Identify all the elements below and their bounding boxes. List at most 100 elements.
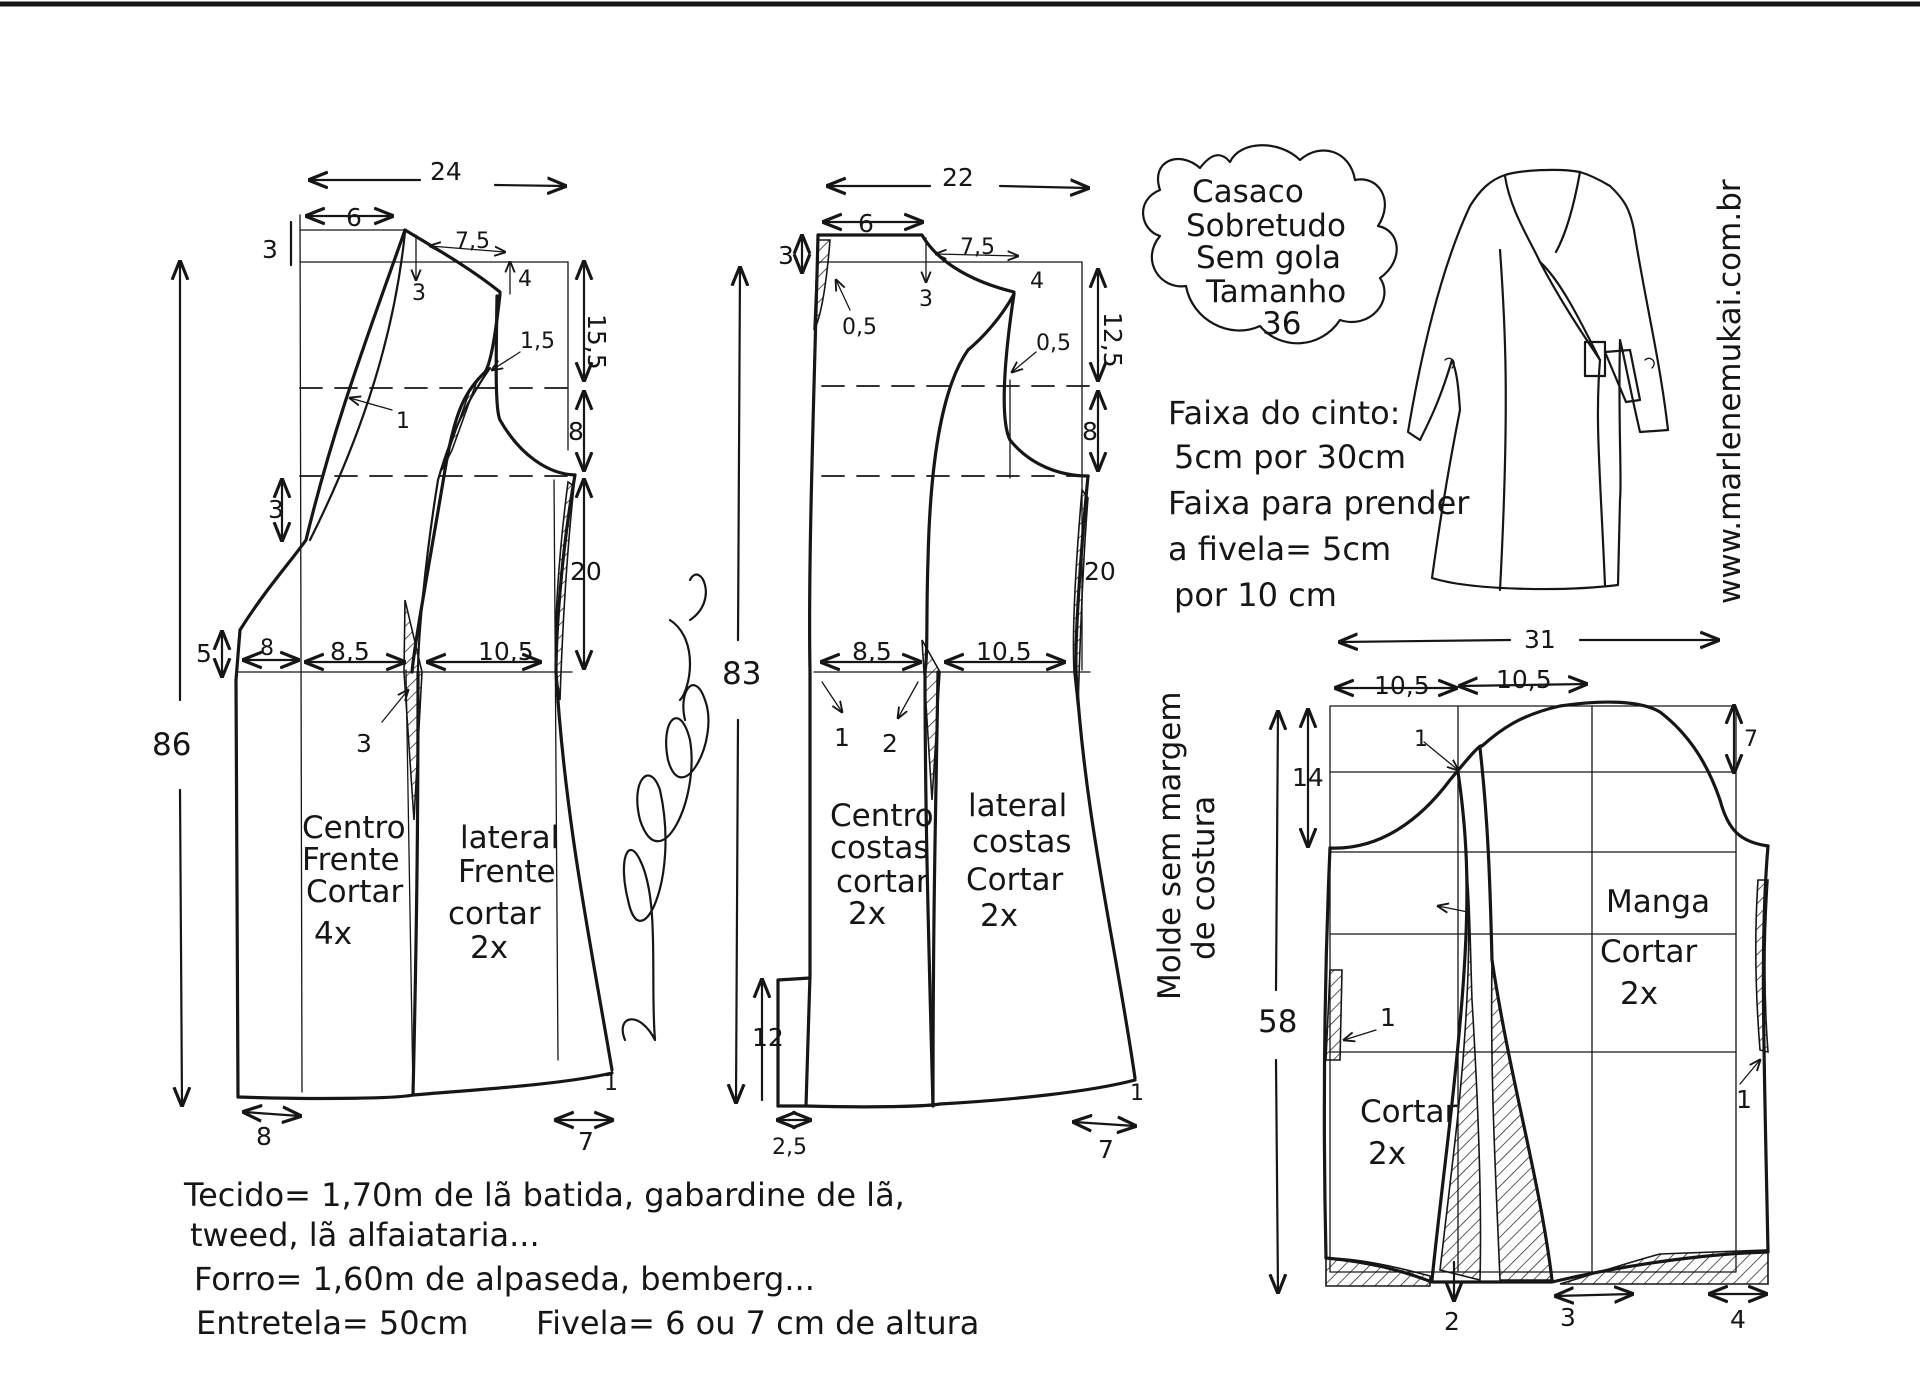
back-dart-left-label: 1 — [834, 723, 850, 752]
back-armhole-step-label: 8 — [1082, 417, 1098, 446]
sleeve-small-label-1: Cortar — [1360, 1094, 1458, 1130]
back-shoulder-drop-label: 4 — [1030, 269, 1044, 294]
back-waist-mid-label: 8,5 — [852, 637, 892, 666]
armhole-pt-arrow — [492, 351, 521, 370]
front-side-hem-label: 1 — [604, 1071, 618, 1096]
belt-line-1: Faixa do cinto: — [1168, 394, 1400, 432]
sleeve-piece: 31 10,5 10,5 14 7 58 — [1258, 625, 1770, 1336]
sleeve-cap-height-label: 14 — [1292, 763, 1324, 792]
sleeve-seam-arrow — [1438, 906, 1469, 912]
back-height-arrow-bottom — [736, 718, 738, 1102]
front-hem-right-label: 7 — [578, 1127, 594, 1156]
front-center-label-1: Centro — [302, 810, 406, 846]
back-center-label-2: costas — [830, 830, 929, 866]
back-shoulder-arrow — [936, 254, 1018, 256]
belt-buckle-icon — [1583, 340, 1607, 378]
back-side-label-3: Cortar — [966, 862, 1064, 898]
sleeve-main-label-3: 2x — [1620, 976, 1658, 1012]
back-hem-right-arrow — [1074, 1122, 1135, 1126]
sleeve-hem-left-label: 2 — [1444, 1307, 1460, 1336]
title-line-4: Tamanho — [1205, 274, 1346, 310]
back-center-pt-arrow — [836, 280, 851, 311]
sleeve-cap-right-label: 10,5 — [1496, 665, 1552, 694]
front-width-arrow-right — [493, 185, 565, 186]
front-neck-w-label: 6 — [346, 203, 362, 232]
sleeve-top-pt-label: 1 — [1414, 727, 1428, 752]
coat-outline — [1406, 168, 1670, 591]
back-hem — [776, 1078, 1137, 1109]
coat-wrap-line — [1538, 260, 1607, 587]
sleeve-small-label-2: 2x — [1368, 1136, 1406, 1172]
front-dart-hatch — [403, 599, 423, 821]
back-waist-right-label: 10,5 — [976, 637, 1032, 666]
no-seam-line-2: de costura — [1186, 796, 1222, 960]
sleeve-width-arrow-left — [1340, 640, 1512, 642]
no-seam-line-1: Molde sem margem — [1152, 691, 1188, 1000]
sleeve-length-arrow-bottom — [1276, 1058, 1278, 1292]
materials-line-4a: Entretela= 50cm — [196, 1304, 468, 1342]
back-side-label-4: 2x — [980, 898, 1018, 934]
front-hem-left-arrow — [244, 1112, 300, 1116]
front-height-arrow-bottom — [180, 788, 182, 1105]
front-waist-front-label: 5 — [196, 639, 212, 668]
back-princess-seam — [923, 292, 1016, 1108]
back-armhole-pt-label: 0,5 — [1036, 331, 1071, 356]
sleeve-right-pt-label: 1 — [1736, 1085, 1752, 1114]
title-line-5: 36 — [1262, 306, 1301, 342]
front-neck-depth-label: 3 — [412, 281, 426, 306]
back-piece: 22 83 6 3 3 0,5 — [722, 163, 1144, 1164]
sleeve-hem-right-label: 4 — [1730, 1305, 1746, 1334]
coat-cuff-detail — [1644, 357, 1655, 369]
front-hem — [236, 1071, 614, 1101]
front-side-label-3: cortar — [448, 896, 541, 932]
back-center-seam — [808, 233, 820, 977]
sleeve-length-label: 58 — [1258, 1004, 1297, 1040]
back-dart-mid-arrow — [898, 681, 919, 718]
back-vent-flap — [776, 976, 812, 1108]
belt-tab — [1603, 348, 1642, 404]
materials-line-1: Tecido= 1,70m de lã batida, gabardine de… — [183, 1176, 905, 1214]
front-piece: 24 8 6 — [152, 157, 618, 1156]
sleeve-left-seam — [1322, 846, 1332, 1260]
back-neck-drop-label: 3 — [778, 241, 794, 270]
back-width-label: 22 — [942, 163, 974, 192]
front-center-label-2: Frente — [302, 842, 400, 878]
back-shoulder-label: 7,5 — [960, 235, 995, 260]
front-side-label: 20 — [570, 557, 602, 586]
back-height-arrow-top — [738, 268, 740, 642]
title-line-3: Sem gola — [1196, 240, 1341, 276]
coat-lapel-right — [1554, 170, 1582, 254]
back-center-label-3: cortar — [836, 864, 929, 900]
front-armhole-label: 15,5 — [582, 314, 611, 370]
title-cloud: Casaco Sobretudo Sem gola Tamanho 36 — [1142, 144, 1398, 345]
belt-line-2: 5cm por 30cm — [1174, 438, 1406, 476]
front-armhole-pt-label: 1,5 — [520, 329, 555, 354]
sleeve-left-pt-label: 1 — [1380, 1003, 1396, 1032]
front-width-label: 24 — [430, 157, 462, 186]
front-shoulder-drop-label: 4 — [518, 267, 532, 292]
front-grid-line — [405, 669, 414, 1094]
back-width-arrow-right — [998, 186, 1088, 188]
sleeve-cap-right-drop-label: 7 — [1744, 727, 1758, 752]
back-center-label-4: 2x — [848, 896, 886, 932]
front-armhole-step-label: 8 — [568, 417, 584, 446]
front-shoulder-label: 7,5 — [455, 229, 490, 254]
sleeve-left-pt-arrow — [1344, 1029, 1377, 1040]
front-side-label-2: Frente — [458, 854, 556, 890]
materials-line-2: tweed, lã alfaiataria... — [190, 1216, 540, 1254]
front-dart-arrow — [381, 690, 408, 723]
sleeve-right-pt-arrow — [1739, 1060, 1760, 1085]
coat-cuff-detail — [1444, 357, 1455, 369]
sleeve-right-hatch — [1755, 879, 1769, 1054]
cloud-outline — [1142, 144, 1398, 345]
back-neck-w-label: 6 — [858, 209, 874, 238]
signature — [621, 573, 710, 1042]
sleeve-hem-mid-label: 3 — [1560, 1303, 1576, 1332]
no-seam-note: Molde sem margem de costura — [1152, 691, 1222, 1000]
back-armhole-label: 12,5 — [1098, 312, 1127, 368]
materials-line-4b: Fivela= 6 ou 7 cm de altura — [536, 1304, 979, 1342]
back-hem-right-label: 7 — [1098, 1135, 1114, 1164]
site-url: www.marlenemukai.com.br — [1712, 179, 1748, 604]
front-waist-mid-label: 8,5 — [330, 637, 370, 666]
